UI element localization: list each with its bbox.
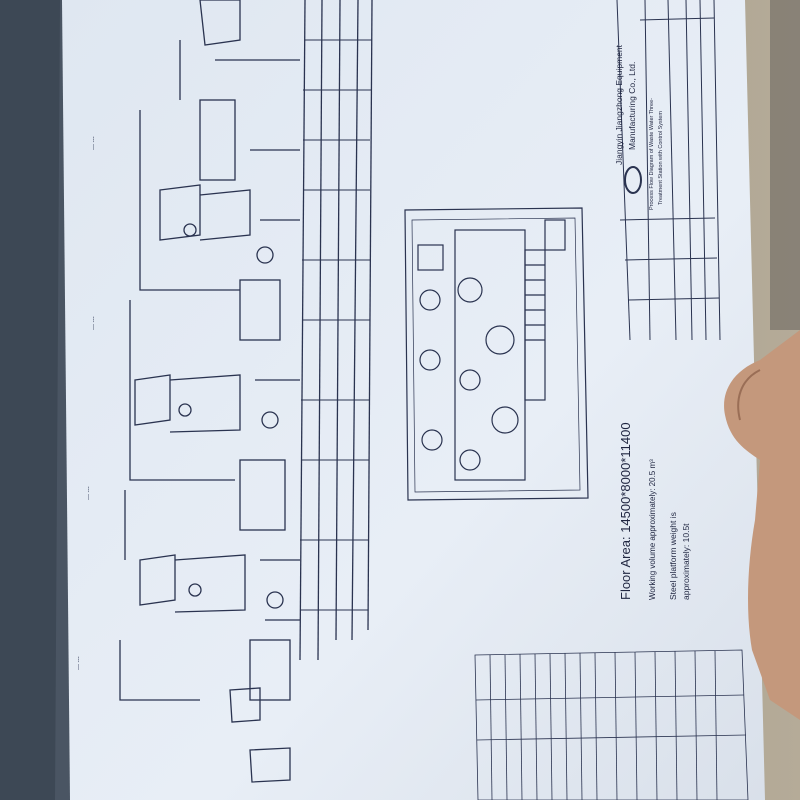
equipment-table bbox=[474, 649, 749, 800]
drawing-title-line1: Process Flow Diagram of Waste Water Thre… bbox=[649, 98, 655, 210]
title-block: Jiangyin Jiangzhong Equipment Manufactur… bbox=[614, 0, 721, 341]
process-flow-diagram bbox=[119, 0, 373, 783]
shadow-region bbox=[770, 0, 800, 330]
floor-plan-box bbox=[404, 207, 589, 501]
svg-text:--- ---: --- --- bbox=[86, 486, 92, 500]
svg-text:--- ---: --- --- bbox=[91, 316, 97, 330]
notes: Floor Area: 14500*8000*11400 Working vol… bbox=[618, 422, 691, 600]
steel-platform-note-line2: approximately: 10.5t bbox=[681, 523, 691, 600]
steel-platform-note-line1: Steel platform weight is bbox=[668, 512, 678, 600]
working-volume-note: Working volume approximately: 20.5 m³ bbox=[648, 459, 657, 600]
finger-crease bbox=[737, 369, 761, 421]
hand bbox=[724, 330, 800, 720]
paper-sheet bbox=[62, 0, 765, 800]
binder-shadow bbox=[0, 0, 60, 800]
company-name-line1: Jiangyin Jiangzhong Equipment bbox=[614, 44, 624, 165]
diagram-labels: --- --- --- --- --- --- --- --- bbox=[76, 136, 97, 670]
floor-area-note: Floor Area: 14500*8000*11400 bbox=[618, 422, 633, 600]
svg-text:--- ---: --- --- bbox=[76, 656, 82, 670]
svg-text:--- ---: --- --- bbox=[91, 136, 97, 150]
company-name-line2: Manufacturing Co., Ltd. bbox=[627, 62, 637, 150]
drawing-title-line2: Treatment Station with Control System bbox=[658, 111, 664, 205]
